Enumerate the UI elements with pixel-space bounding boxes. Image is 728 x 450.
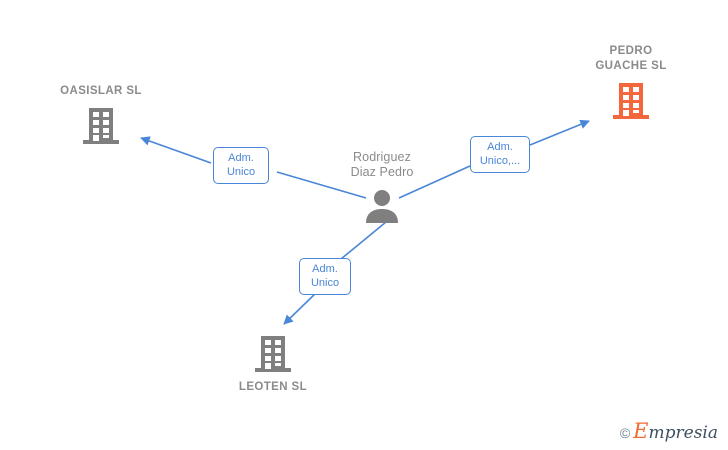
empresia-watermark: © Empresia	[619, 421, 719, 443]
person-icon	[360, 185, 404, 229]
edge-arrow-to-pedro-guache	[529, 119, 590, 146]
node-label-person: Rodriguez Diaz Pedro	[350, 150, 414, 179]
node-person-rodriguez-diaz-pedro[interactable]: Rodriguez Diaz Pedro	[307, 150, 457, 229]
node-label-leoten: LEOTEN SL	[238, 381, 308, 393]
relation-label-pedro-guache[interactable]: Adm. Unico,...	[470, 136, 530, 173]
building-icon	[609, 79, 653, 123]
empresia-logo-cap: E	[633, 419, 649, 443]
node-leoten[interactable]: LEOTEN SL	[198, 332, 348, 395]
node-label-pedro-guache: PEDRO GUACHE SL	[595, 45, 667, 72]
empresia-logo: Empresia	[633, 421, 719, 443]
node-pedro-guache[interactable]: PEDRO GUACHE SL	[556, 44, 706, 123]
node-oasislar[interactable]: OASISLAR SL	[26, 84, 176, 148]
relation-label-leoten[interactable]: Adm. Unico	[299, 258, 351, 295]
edge-arrow-to-leoten	[283, 291, 318, 325]
building-icon	[251, 332, 295, 376]
relation-label-oasislar[interactable]: Adm. Unico	[213, 147, 269, 184]
node-label-oasislar: OASISLAR SL	[60, 85, 142, 97]
empresia-logo-rest: mpresia	[648, 423, 719, 443]
building-icon	[79, 104, 123, 148]
copyright-icon: ©	[619, 424, 631, 441]
